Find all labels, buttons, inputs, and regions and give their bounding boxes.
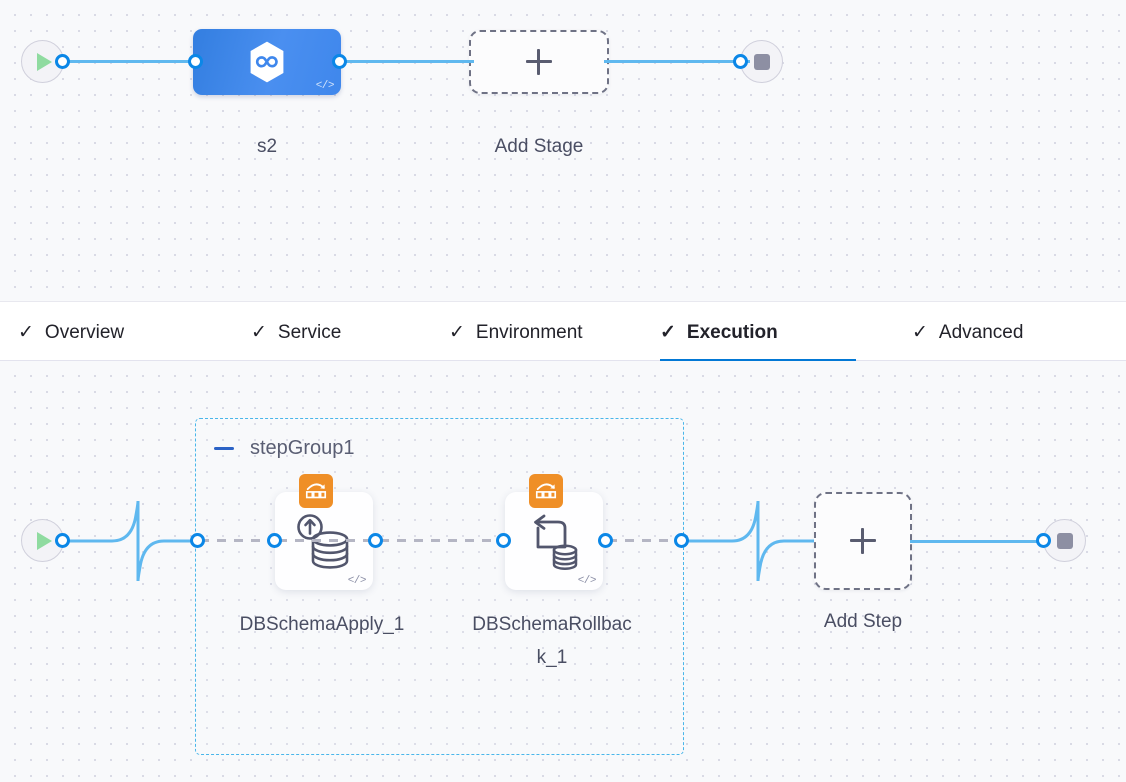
tab-overview[interactable]: ✓ Overview (18, 302, 173, 362)
check-icon: ✓ (660, 321, 676, 343)
connector-step1-to-step2 (278, 539, 502, 542)
connector-stage-to-addstage (338, 60, 474, 63)
tab-advanced-label: Advanced (938, 321, 1024, 343)
check-icon: ✓ (449, 321, 465, 343)
group-exit-dot[interactable] (674, 533, 689, 548)
active-tab-underline (660, 359, 856, 362)
step-group-title: stepGroup1 (250, 437, 355, 459)
badge-glyph (535, 483, 557, 499)
check-icon: ✓ (912, 321, 928, 343)
connector-addstage-to-end (604, 60, 750, 63)
tab-service-label: Service (277, 321, 342, 343)
badge-glyph (305, 483, 327, 499)
connector-start-to-group (62, 500, 198, 582)
play-icon (37, 52, 52, 71)
tab-execution[interactable]: ✓ Execution (660, 302, 856, 362)
tab-execution-label: Execution (686, 321, 778, 343)
check-icon: ✓ (18, 321, 34, 343)
stage-code-glyph: </> (315, 80, 335, 92)
tab-overview-label: Overview (44, 321, 125, 343)
connector-group-to-addstep (682, 500, 814, 582)
stop-icon (1056, 532, 1073, 549)
step2-right-dot[interactable] (598, 533, 613, 548)
db-schema-rollback-icon (505, 492, 603, 590)
start-node-connector-dot[interactable] (55, 54, 70, 69)
step-group-header: stepGroup1 (214, 437, 355, 460)
stage-node-label: s2 (256, 136, 278, 157)
harness-step-badge-icon (529, 474, 563, 508)
stage-node-s2[interactable]: </> (193, 29, 341, 95)
add-stage-node[interactable] (469, 30, 609, 94)
connector-start-to-stage (62, 60, 202, 63)
connector-addstep-to-end (910, 540, 1042, 543)
connector-group-entry-to-step1 (200, 539, 272, 542)
add-step-node[interactable] (814, 492, 912, 590)
harness-hexagon-icon (250, 41, 284, 83)
step2-left-dot[interactable] (496, 533, 511, 548)
plus-icon (526, 49, 552, 75)
harness-step-badge-icon (299, 474, 333, 508)
play-icon (37, 531, 52, 550)
stage-node-left-dot[interactable] (188, 54, 203, 69)
stage-node-right-dot[interactable] (332, 54, 347, 69)
execution-end-dot[interactable] (1036, 533, 1051, 548)
tab-environment[interactable]: ✓ Environment (449, 302, 636, 362)
step1-right-dot[interactable] (368, 533, 383, 548)
plus-icon (850, 528, 876, 554)
execution-start-dot[interactable] (55, 533, 70, 548)
group-entry-dot[interactable] (190, 533, 205, 548)
add-step-label: Add Step (823, 611, 903, 632)
tab-service[interactable]: ✓ Service (251, 302, 378, 362)
step-group-1[interactable]: stepGroup1 (195, 418, 684, 755)
tab-advanced[interactable]: ✓ Advanced (912, 302, 1074, 362)
check-icon: ✓ (251, 321, 267, 343)
step-code-glyph: </> (577, 575, 597, 587)
step-code-glyph: </> (347, 575, 367, 587)
minus-icon[interactable] (214, 447, 234, 450)
execution-canvas[interactable]: stepGroup1 (0, 361, 1126, 782)
stop-icon (753, 53, 770, 70)
step1-left-dot[interactable] (267, 533, 282, 548)
connector-step2-to-group-exit (608, 539, 680, 542)
tab-environment-label: Environment (475, 321, 583, 343)
stages-canvas[interactable]: </> s2 Add Stage (0, 0, 1126, 301)
db-schema-apply-icon (275, 492, 373, 590)
end-node-connector-dot[interactable] (733, 54, 748, 69)
add-stage-label: Add Stage (494, 136, 584, 157)
stage-config-tabs: ✓ Overview ✓ Service ✓ Environment ✓ Exe… (0, 301, 1126, 362)
step-node-dbschemarollback[interactable]: </> (505, 474, 603, 590)
